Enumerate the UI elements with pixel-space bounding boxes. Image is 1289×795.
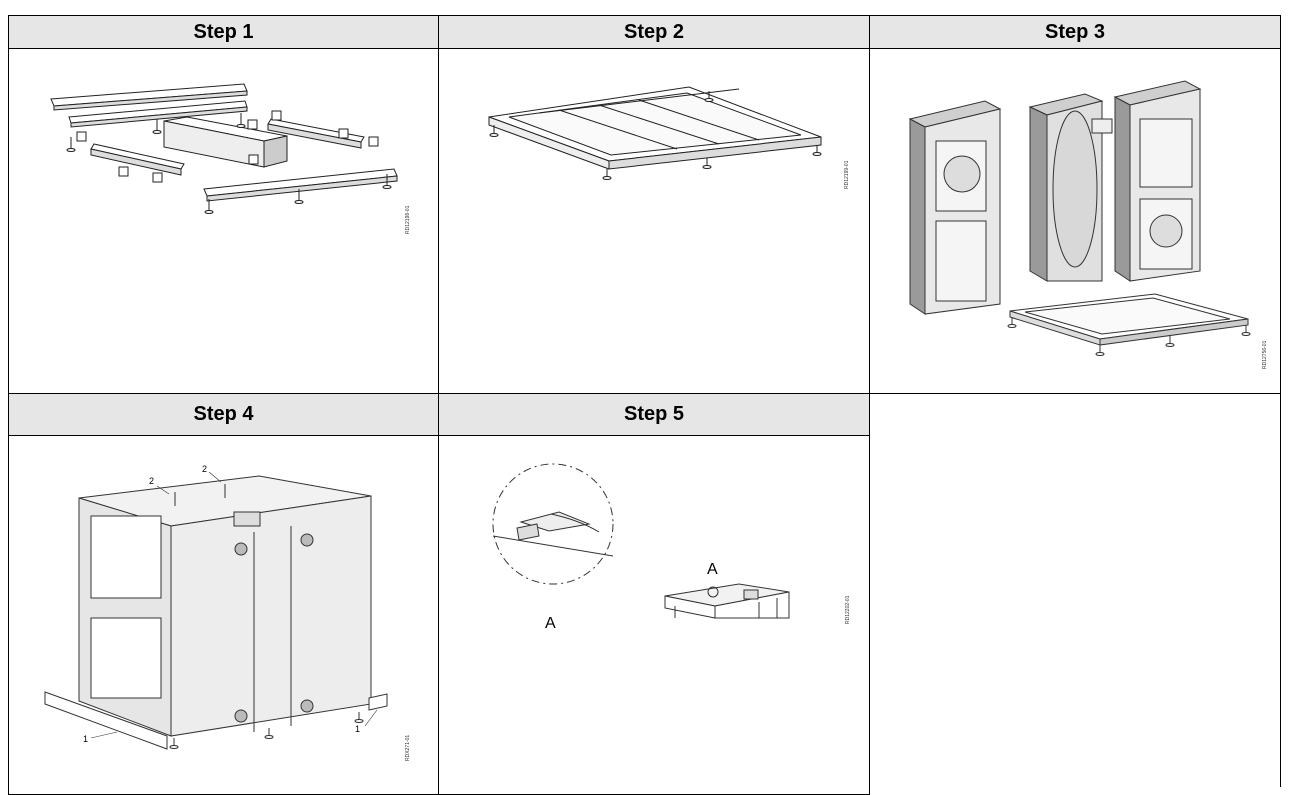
step-4-callout-2-left: 2: [149, 476, 154, 486]
step-3-figure-code: RD12756-01: [1262, 340, 1268, 369]
step-5-figure-code: RD12202-01: [845, 595, 851, 624]
step-4-header: Step 4: [8, 393, 439, 436]
step-2-figure-code: RD12199-01: [844, 160, 850, 189]
step-4-callout-2-right: 2: [202, 464, 207, 474]
step-2-figure-cell: RD12199-01: [438, 48, 870, 394]
step-2-assembled-frame-illustration: [488, 86, 822, 180]
step-4-unit-on-frame-illustration: 2 2 1 1: [44, 464, 388, 750]
step-3-header: Step 3: [869, 15, 1281, 49]
step-1-figure-code: RD12198-01: [405, 205, 411, 234]
step-3-figure-cell: RD12756-01: [869, 48, 1281, 394]
step-4-callout-1-right: 1: [355, 724, 360, 734]
step-1-base-frame-parts-illustration: [50, 83, 398, 214]
step-4-callout-1-left: 1: [83, 734, 88, 744]
step-4-figure-cell: 2 2 1 1 RDX271-01: [8, 435, 439, 795]
step-1-header: Step 1: [8, 15, 439, 49]
empty-header-cell: [869, 393, 1281, 787]
step-5-figure-cell: A A RD12202-01: [438, 435, 870, 795]
step-1-figure-cell: RD12198-01: [8, 48, 439, 394]
step-5-detail-label: A: [545, 615, 556, 632]
step-4-figure-code: RDX271-01: [405, 734, 411, 761]
step-2-header: Step 2: [438, 15, 870, 49]
step-3-unit-sections-illustration: [908, 80, 1251, 356]
step-5-unit-label: A: [707, 561, 718, 578]
step-5-detail-illustration: A A: [492, 463, 790, 632]
step-5-header: Step 5: [438, 393, 870, 436]
